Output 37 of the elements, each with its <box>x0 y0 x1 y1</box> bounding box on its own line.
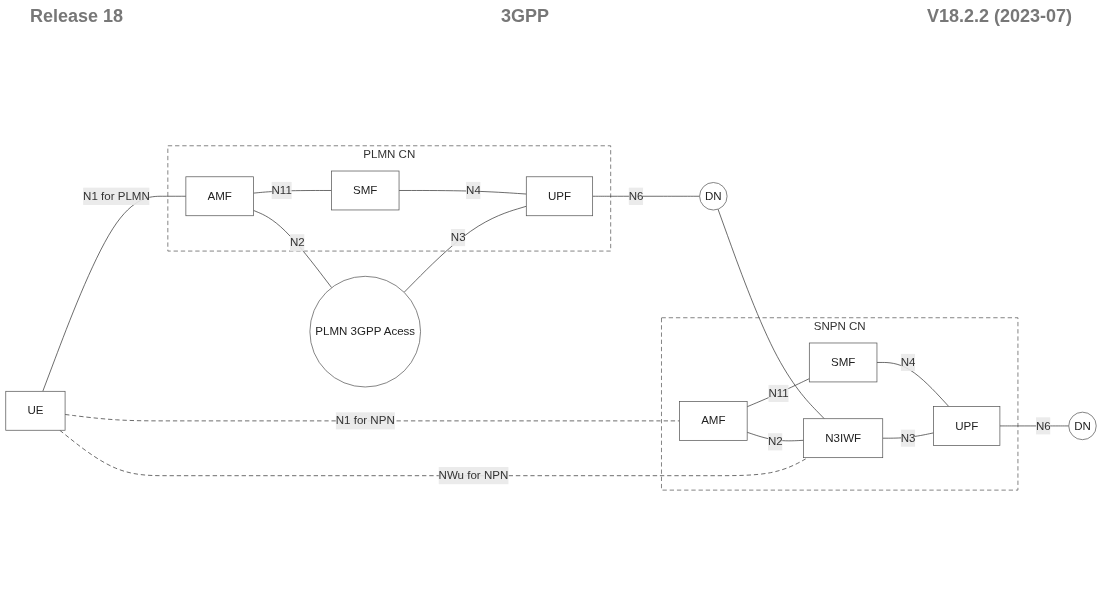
edge-label: N2 <box>290 236 305 249</box>
connector <box>398 190 527 195</box>
connector <box>64 414 680 422</box>
edge-label: N11 <box>271 184 292 197</box>
header-text: 3GPP <box>500 6 549 28</box>
node-box: UPF <box>933 406 1001 446</box>
connector <box>717 208 825 420</box>
connector <box>253 210 332 289</box>
edge-label: N2 <box>767 435 783 448</box>
node-box: UE <box>5 391 66 431</box>
connector <box>592 195 700 197</box>
node-box: UPF <box>525 176 593 217</box>
header-text: Release 18 <box>30 6 124 28</box>
edge-label: NWu for NPN <box>438 469 509 482</box>
node-box: AMF <box>185 176 254 217</box>
node-circle: PLMN 3GPP Acess <box>309 276 421 388</box>
edge-label: N1 for NPN <box>335 414 395 427</box>
node-box: AMF <box>679 401 748 441</box>
connector <box>42 195 187 392</box>
edge-label: N6 <box>628 189 644 203</box>
edge-label: N3 <box>900 431 916 445</box>
edge-label: N11 <box>768 386 789 400</box>
edge-label: N4 <box>466 184 481 197</box>
edge-label: N3 <box>450 231 466 244</box>
connector <box>403 205 527 293</box>
node-circle: DN <box>699 182 728 211</box>
connector <box>999 425 1070 427</box>
node-box: SMF <box>331 170 400 211</box>
connector <box>746 378 810 408</box>
header-text: V18.2.2 (2023-07) <box>926 6 1072 28</box>
edge-label: N1 for PLMN <box>83 189 150 203</box>
edge-label: N6 <box>1035 419 1051 432</box>
node-box: N3IWF <box>803 418 884 459</box>
connector <box>876 362 950 407</box>
node-circle: DN <box>1068 411 1097 441</box>
node-box: SMF <box>808 342 878 383</box>
edge-label: N4 <box>900 356 916 369</box>
